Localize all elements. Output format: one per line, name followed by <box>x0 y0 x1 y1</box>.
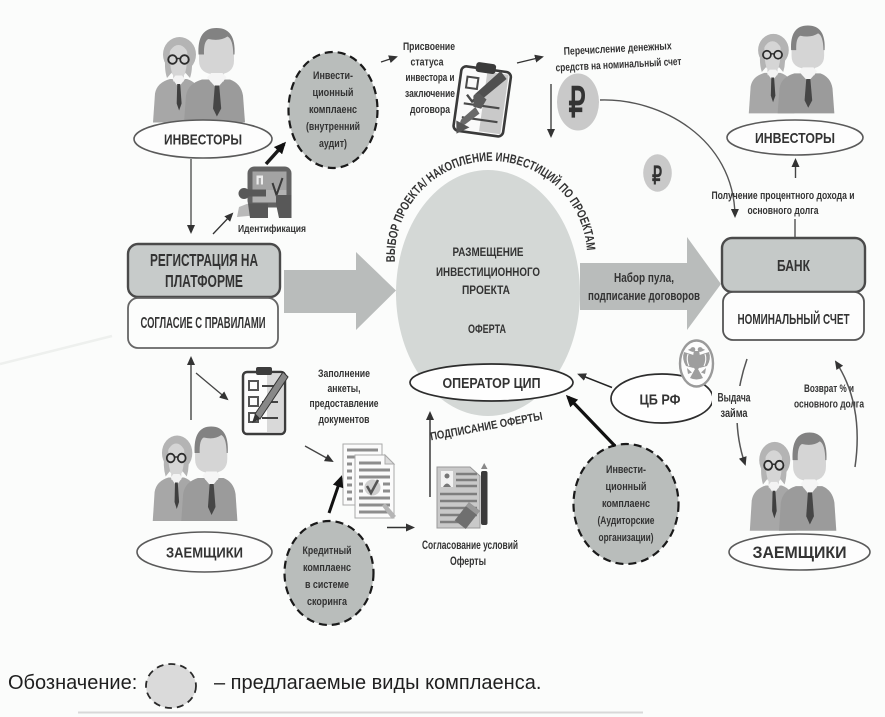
svg-text:Присвоение: Присвоение <box>403 41 455 53</box>
svg-text:Заполнение: Заполнение <box>318 368 370 380</box>
svg-text:₽: ₽ <box>652 162 662 190</box>
svg-text:Инвести-: Инвести- <box>313 70 353 82</box>
svg-text:Оферты: Оферты <box>450 554 486 568</box>
svg-text:организации): организации) <box>599 532 654 544</box>
svg-text:инвестора и: инвестора и <box>406 72 455 84</box>
svg-text:(внутренний: (внутренний <box>306 121 360 133</box>
svg-text:основного долга: основного долга <box>794 399 865 411</box>
svg-text:Возврат % и: Возврат % и <box>804 383 854 395</box>
svg-text:Обозначение:: Обозначение: <box>8 672 137 694</box>
svg-text:ИНВЕСТОРЫ: ИНВЕСТОРЫ <box>755 130 835 147</box>
svg-text:Получение процентного дохода и: Получение процентного дохода и <box>712 190 855 202</box>
svg-text:статуса: статуса <box>411 57 445 69</box>
svg-text:Согласование условий: Согласование условий <box>422 538 518 552</box>
svg-text:заключение: заключение <box>405 88 455 100</box>
svg-text:ИНВЕСТОРЫ: ИНВЕСТОРЫ <box>164 132 242 149</box>
svg-text:предоставление: предоставление <box>310 398 379 410</box>
svg-text:Набор пула,: Набор пула, <box>614 271 674 285</box>
svg-text:ОПЕРАТОР ЦИП: ОПЕРАТОР ЦИП <box>443 376 541 392</box>
svg-text:анкеты,: анкеты, <box>328 383 361 395</box>
svg-text:Перечисление денежных: Перечисление денежных <box>563 40 672 58</box>
svg-text:ПЛАТФОРМЕ: ПЛАТФОРМЕ <box>165 271 243 291</box>
svg-text:займа: займа <box>721 406 748 420</box>
svg-text:НОМИНАЛЬНЫЙ СЧЕТ: НОМИНАЛЬНЫЙ СЧЕТ <box>738 310 850 328</box>
svg-text:(Аудиторские: (Аудиторские <box>598 515 655 527</box>
svg-text:документов: документов <box>319 414 370 426</box>
svg-text:в системе: в системе <box>305 579 349 591</box>
svg-text:ИНВЕСТИЦИОННОГО: ИНВЕСТИЦИОННОГО <box>436 267 540 279</box>
svg-text:комплаенс: комплаенс <box>309 104 357 116</box>
svg-text:ЗАЕМЩИКИ: ЗАЕМЩИКИ <box>166 546 243 562</box>
svg-text:– предлагаемые виды комплаенса: – предлагаемые виды комплаенса. <box>214 672 541 694</box>
svg-text:договора: договора <box>410 104 451 116</box>
svg-text:аудит): аудит) <box>319 138 347 150</box>
svg-text:комплаенс: комплаенс <box>602 498 650 510</box>
svg-text:РЕГИСТРАЦИЯ НА: РЕГИСТРАЦИЯ НА <box>150 250 258 270</box>
svg-text:основного долга: основного долга <box>748 205 820 217</box>
svg-text:РАЗМЕЩЕНИЕ: РАЗМЕЩЕНИЕ <box>453 247 524 259</box>
svg-text:ПРОЕКТА: ПРОЕКТА <box>462 285 510 297</box>
svg-text:Выдача: Выдача <box>718 391 751 405</box>
svg-text:ЗАЕМЩИКИ: ЗАЕМЩИКИ <box>753 543 847 562</box>
svg-text:Идентификация: Идентификация <box>238 223 306 235</box>
svg-text:СОГЛАСИЕ С ПРАВИЛАМИ: СОГЛАСИЕ С ПРАВИЛАМИ <box>141 315 266 332</box>
svg-text:комплаенс: комплаенс <box>303 562 351 574</box>
svg-text:₽: ₽ <box>569 79 586 126</box>
svg-text:Инвести-: Инвести- <box>606 464 646 476</box>
svg-text:Кредитный: Кредитный <box>303 545 352 557</box>
svg-text:ОФЕРТА: ОФЕРТА <box>468 322 506 336</box>
svg-text:БАНК: БАНК <box>777 258 810 275</box>
svg-text:подписание договоров: подписание договоров <box>588 289 700 303</box>
svg-text:скоринга: скоринга <box>307 596 348 608</box>
svg-text:ЦБ РФ: ЦБ РФ <box>640 392 681 409</box>
svg-text:ционный: ционный <box>313 87 354 99</box>
svg-text:ционный: ционный <box>606 481 647 493</box>
